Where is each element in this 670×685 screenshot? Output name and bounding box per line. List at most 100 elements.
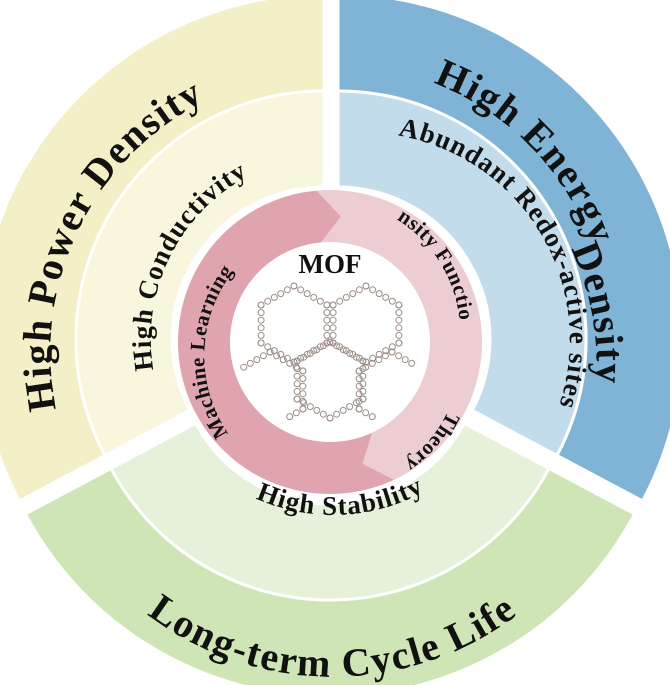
lattice-ring [369, 286, 377, 294]
center-title-mof: MOF [299, 249, 362, 279]
lattice-ring [381, 352, 389, 360]
lattice-ring [395, 301, 403, 309]
lattice-ring [346, 403, 354, 411]
lattice-ring [257, 324, 265, 332]
lattice-ring [326, 414, 334, 422]
lattice-ring [401, 356, 409, 364]
lattice-ring [362, 358, 370, 366]
segment-mid-cycle [108, 421, 552, 602]
lattice-ring [293, 387, 301, 395]
lattice-ring [329, 331, 337, 339]
lattice-ring [388, 297, 396, 305]
lattice-ring [375, 356, 383, 364]
lattice-ring [359, 380, 367, 388]
lattice-ring [362, 409, 370, 417]
lattice-ring [359, 372, 367, 380]
lattice-ring [299, 367, 307, 375]
lattice-ring [240, 363, 248, 371]
lattice-ring [270, 293, 278, 301]
lattice-ring [395, 316, 403, 324]
lattice-ring [246, 359, 254, 367]
mof-lattice-icon [240, 282, 416, 422]
lattice-ring [355, 286, 363, 294]
lattice-ring [259, 352, 267, 360]
lattice-ring [293, 380, 301, 388]
lattice-ring [293, 395, 301, 403]
lattice-ring [359, 357, 367, 365]
arrow-density-functional-theory [316, 189, 483, 480]
arrow-machine-learning [178, 190, 395, 494]
lattice-ring [313, 346, 321, 354]
lattice-ring [257, 339, 265, 347]
lattice-ring [336, 297, 344, 305]
lattice-ring [257, 316, 265, 324]
lattice-ring [299, 405, 307, 413]
lattice-ring [257, 309, 265, 317]
lattice-ring [362, 363, 370, 371]
lattice-ring [339, 406, 347, 414]
lattice-ring [253, 356, 261, 364]
lattice-ring [290, 282, 298, 290]
lattice-ring [388, 343, 396, 351]
lattice-ring [306, 403, 314, 411]
lattice-ring [352, 353, 360, 361]
lattice-ring [395, 309, 403, 317]
lattice-ring [355, 405, 363, 413]
lattice-ring [306, 349, 314, 357]
lattice-ring [359, 387, 367, 395]
lattice-ring [395, 324, 403, 332]
lattice-ring [368, 413, 376, 421]
lattice-ring [359, 395, 367, 403]
lattice-ring [292, 409, 300, 417]
lattice-ring [310, 293, 318, 301]
lattice-ring [395, 331, 403, 339]
lattice-ring [286, 413, 294, 421]
segment-mid-power [74, 89, 326, 458]
lattice-ring [293, 372, 301, 380]
lattice-ring [279, 356, 287, 364]
lattice-ring [303, 290, 311, 298]
lattice-ring [349, 290, 357, 298]
lattice-ring [300, 353, 308, 361]
lattice-ring [273, 352, 281, 360]
lattice-ring [299, 382, 307, 390]
lattice-ring [257, 331, 265, 339]
lattice-ring [395, 352, 403, 360]
lattice-ring [382, 347, 390, 355]
lattice-ring [342, 293, 350, 301]
lattice-ring [329, 309, 337, 317]
lattice-ring [299, 390, 307, 398]
lattice-ring [333, 342, 341, 350]
lattice-ring [292, 363, 300, 371]
lattice-ring [368, 359, 376, 367]
lattice-ring [283, 286, 291, 294]
lattice-ring [299, 375, 307, 383]
lattice-ring [329, 316, 337, 324]
lattice-ring [355, 390, 363, 398]
lattice-ring [339, 346, 347, 354]
lattice-ring [375, 290, 383, 298]
lattice-ring [329, 324, 337, 332]
lattice-ring [264, 297, 272, 305]
lattice-ring [408, 359, 416, 367]
lattice-ring [266, 348, 274, 356]
lattice-ring [355, 382, 363, 390]
lattice-ring [333, 410, 341, 418]
lattice-ring [362, 282, 370, 290]
lattice-ring [277, 290, 285, 298]
lattice-ring [293, 365, 301, 373]
lattice-ring [355, 375, 363, 383]
segment-mid-energy [336, 89, 588, 458]
lattice-ring [286, 359, 294, 367]
lattice-ring [326, 338, 334, 346]
lattice-ring [346, 349, 354, 357]
lattice-ring [257, 301, 265, 309]
lattice-ring [388, 348, 396, 356]
lattice-ring [313, 406, 321, 414]
lattice-ring [355, 367, 363, 375]
lattice-ring [297, 286, 305, 294]
lattice-ring [355, 397, 363, 405]
lattice-ring [319, 342, 327, 350]
